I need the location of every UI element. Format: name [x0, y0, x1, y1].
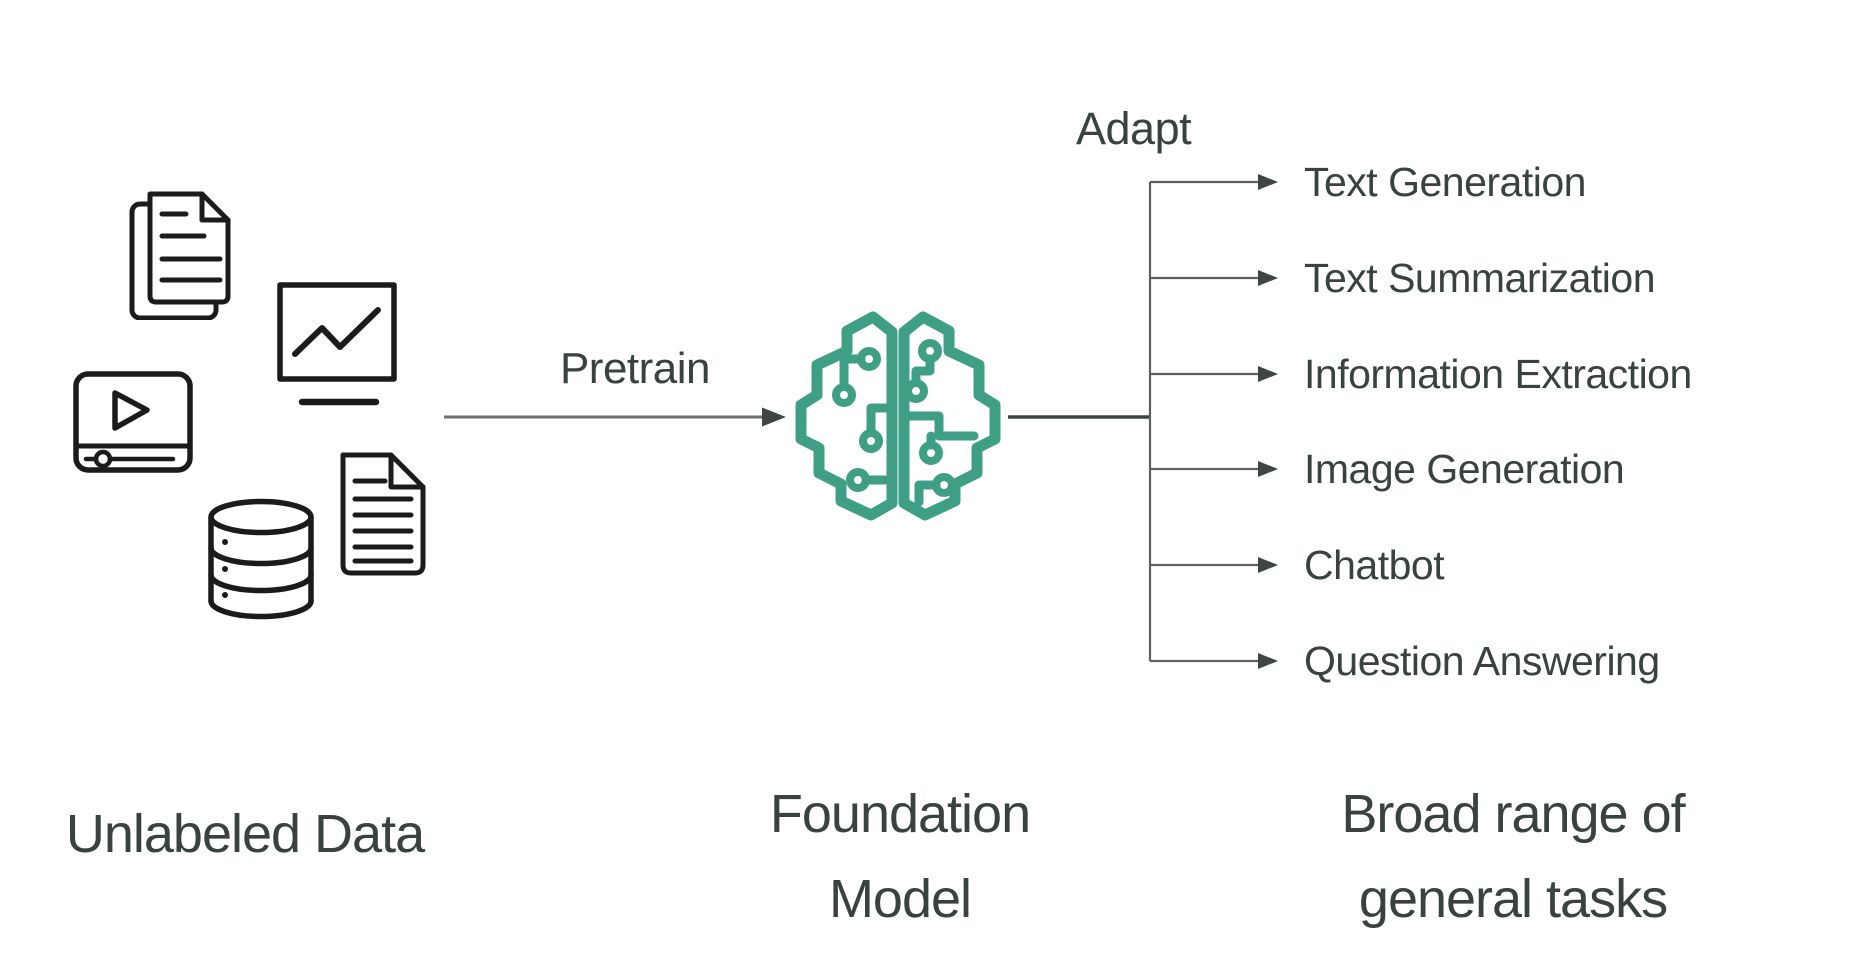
documents-stack-icon — [128, 190, 232, 320]
video-player-icon — [73, 371, 193, 473]
task-text-summarization: Text Summarization — [1304, 255, 1656, 301]
database-icon — [205, 497, 317, 621]
pretrain-label: Pretrain — [559, 344, 711, 393]
task-text-generation: Text Generation — [1304, 159, 1586, 205]
caption-broad-range: Broad range of general tasks — [1293, 772, 1733, 942]
caption-broad-range-line1: Broad range of — [1341, 784, 1685, 844]
document-icon — [329, 451, 429, 579]
task-chatbot: Chatbot — [1304, 542, 1445, 588]
adapt-branch-tree — [1008, 128, 1308, 692]
circuit-brain-icon — [784, 304, 1012, 526]
caption-foundation-model-line2: Model — [828, 869, 972, 929]
caption-unlabeled-data: Unlabeled Data — [65, 804, 425, 864]
caption-foundation-model: Foundation Model — [680, 772, 1120, 942]
caption-broad-range-line2: general tasks — [1358, 869, 1668, 929]
pretrain-arrow — [442, 400, 792, 434]
task-information-extraction: Information Extraction — [1304, 351, 1692, 397]
task-question-answering: Question Answering — [1304, 638, 1660, 684]
caption-foundation-model-line1: Foundation — [769, 784, 1031, 844]
adapt-label: Adapt — [1076, 103, 1192, 154]
line-chart-icon — [277, 282, 399, 406]
task-image-generation: Image Generation — [1304, 446, 1625, 492]
